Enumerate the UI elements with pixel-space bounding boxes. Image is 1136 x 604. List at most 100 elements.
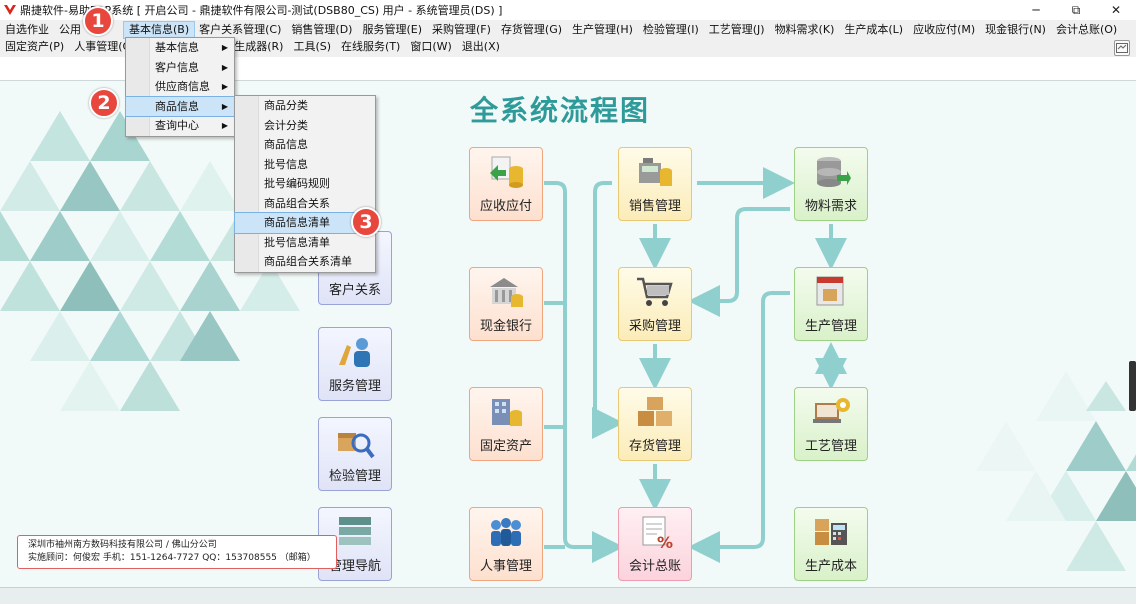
menu-hr[interactable]: 人事管理(Q: [74, 39, 132, 53]
module-craft[interactable]: 工艺管理: [794, 387, 868, 461]
menu-online-service[interactable]: 在线服务(T): [341, 39, 401, 53]
ar-ap-icon: [490, 156, 523, 188]
module-cash[interactable]: 现金银行: [469, 267, 543, 341]
module-sales[interactable]: 销售管理: [618, 147, 692, 221]
step-marker-1: 1: [83, 6, 113, 36]
submenu-arrow-icon: ▶: [221, 82, 228, 91]
module-cost-label: 生产成本: [804, 559, 857, 574]
submenu-arrow-icon: ▶: [221, 43, 228, 52]
minimize-button[interactable]: ─: [1032, 3, 1040, 17]
sales-icon: [639, 158, 672, 186]
module-production-label: 生产管理: [804, 319, 857, 334]
company-name-text: 深圳市袖州南方数码科技有限公司 / 佛山分公司: [28, 540, 217, 550]
flow-connectors: [544, 167, 847, 563]
module-purchase[interactable]: 采购管理: [618, 267, 692, 341]
step-marker-2: 2: [89, 88, 119, 118]
restore-button[interactable]: ⧉: [1071, 2, 1081, 17]
menu-item-goods-info[interactable]: 商品信息: [264, 138, 308, 151]
submenu-arrow-icon: ▶: [221, 101, 228, 111]
module-service-label: 服务管理: [328, 379, 381, 394]
module-inventory-label: 存货管理: [628, 439, 681, 454]
mrp-icon: [817, 157, 851, 187]
module-ledger[interactable]: % 会计总账: [618, 507, 692, 581]
menu-production[interactable]: 生产管理(H): [572, 22, 633, 36]
module-inventory[interactable]: 存货管理: [618, 387, 692, 461]
menu-crm[interactable]: 客户关系管理(C): [199, 22, 282, 36]
module-inspection[interactable]: 检验管理: [318, 417, 392, 491]
module-mrp[interactable]: 物料需求: [794, 147, 868, 221]
main-workspace: 全系统流程图 客户关系 服务管理: [0, 80, 1136, 587]
menu-tools[interactable]: 工具(S): [293, 39, 332, 53]
menu-item-goods-category[interactable]: 商品分类: [264, 99, 308, 112]
menu-purchase[interactable]: 采购管理(F): [432, 22, 491, 36]
menu-ledger[interactable]: 会计总账(O): [1055, 22, 1118, 36]
module-craft-label: 工艺管理: [804, 439, 857, 454]
menu-item-supplier[interactable]: 供应商信息▶: [126, 77, 234, 97]
module-sales-label: 销售管理: [628, 199, 681, 214]
menu-item-batch-list[interactable]: 批号信息清单: [264, 235, 330, 249]
step-marker-3: 3: [351, 207, 381, 237]
module-assets[interactable]: 固定资产: [469, 387, 543, 461]
module-inspection-label: 检验管理: [328, 469, 381, 484]
menu-inspection[interactable]: 检验管理(I): [642, 22, 699, 36]
menu-item-goods-list[interactable]: 商品信息清单: [234, 212, 376, 234]
hr-icon: [491, 518, 521, 546]
background-pattern-left: [0, 111, 300, 411]
menu-window[interactable]: 窗口(W): [410, 39, 452, 53]
ledger-icon: %: [642, 516, 673, 551]
menu-craft[interactable]: 工艺管理(J): [708, 22, 765, 36]
module-production[interactable]: 生产管理: [794, 267, 868, 341]
menu-exit[interactable]: 退出(X): [461, 39, 500, 53]
nav-icon: [339, 517, 371, 545]
cash-bank-icon: [490, 278, 523, 307]
menu-sales[interactable]: 销售管理(D): [291, 22, 353, 36]
menu-item-query-center[interactable]: 查询中心▶: [126, 116, 234, 136]
module-assets-label: 固定资产: [479, 439, 532, 454]
module-ar-ap[interactable]: 应收应付: [469, 147, 543, 221]
title-bar: 鼎捷软件-易助ERP系统 [ 开启公司 - 鼎捷软件有限公司-测试(DSB80_…: [0, 0, 1136, 20]
menu-fixed-assets[interactable]: 固定资产(P): [5, 39, 65, 53]
flow-chart-title: 全系统流程图: [470, 94, 651, 127]
menu-item-basic[interactable]: 基本信息▶: [126, 38, 234, 58]
menu-item-accounting-category[interactable]: 会计分类: [264, 118, 308, 132]
menu-service[interactable]: 服务管理(E): [362, 22, 423, 36]
submenu-arrow-icon: ▶: [221, 62, 228, 72]
close-button[interactable]: ✕: [1110, 3, 1122, 17]
menu-mrp[interactable]: 物料需求(K): [774, 22, 835, 36]
service-icon: [339, 338, 370, 367]
menu-item-goods-combo-list[interactable]: 商品组合关系清单: [264, 255, 352, 268]
module-crm-label: 客户关系: [328, 283, 381, 298]
purchase-cart-icon: [637, 277, 673, 306]
layout-toggle-icon[interactable]: [1114, 40, 1130, 56]
menu-generator[interactable]: 生成器(R): [234, 39, 284, 53]
inspection-icon: [338, 433, 375, 459]
status-bar: [0, 587, 1136, 604]
window-title: 鼎捷软件-易助ERP系统 [ 开启公司 - 鼎捷软件有限公司-测试(DSB80_…: [20, 4, 503, 17]
basic-info-menu: 基本信息▶ 客户信息▶ 供应商信息▶ 商品信息▶ 查询中心▶: [125, 37, 235, 137]
module-mrp-label: 物料需求: [804, 199, 857, 214]
module-purchase-label: 采购管理: [628, 319, 681, 334]
side-panel-handle[interactable]: [1129, 361, 1136, 411]
menu-item-batch-code-rule[interactable]: 批号编码规则: [264, 177, 330, 190]
menu-inventory[interactable]: 存货管理(G): [500, 22, 563, 36]
module-service[interactable]: 服务管理: [318, 327, 392, 401]
menu-common[interactable]: 公用: [59, 22, 81, 36]
submenu-arrow-icon: ▶: [221, 121, 228, 130]
company-info-box: 深圳市袖州南方数码科技有限公司 / 佛山分公司 实施顾问：何俊宏 手机：151-…: [17, 535, 337, 569]
menu-ar-ap[interactable]: 应收应付(M): [913, 22, 976, 36]
menu-cash-bank[interactable]: 现金银行(N): [985, 22, 1046, 36]
menu-favorites[interactable]: 自选作业: [5, 22, 49, 36]
module-hr[interactable]: 人事管理: [469, 507, 543, 581]
menu-item-batch-info[interactable]: 批号信息: [264, 157, 308, 171]
menu-row-2: 固定资产(P) 人事管理(Q 生成器(R) 工具(S) 在线服务(T) 窗口(W…: [0, 38, 505, 55]
module-nav-label: 管理导航: [328, 559, 381, 574]
production-icon: [816, 276, 844, 306]
svg-text:%: %: [657, 533, 673, 551]
menu-item-customer[interactable]: 客户信息▶: [126, 58, 234, 78]
module-cost[interactable]: 生产成本: [794, 507, 868, 581]
module-cash-label: 现金银行: [479, 319, 532, 334]
menu-basic-info[interactable]: 基本信息(B): [122, 20, 196, 39]
menu-item-goods[interactable]: 商品信息▶: [125, 95, 235, 117]
menu-item-goods-combo[interactable]: 商品组合关系: [264, 196, 330, 210]
menu-cost[interactable]: 生产成本(L): [844, 22, 904, 36]
